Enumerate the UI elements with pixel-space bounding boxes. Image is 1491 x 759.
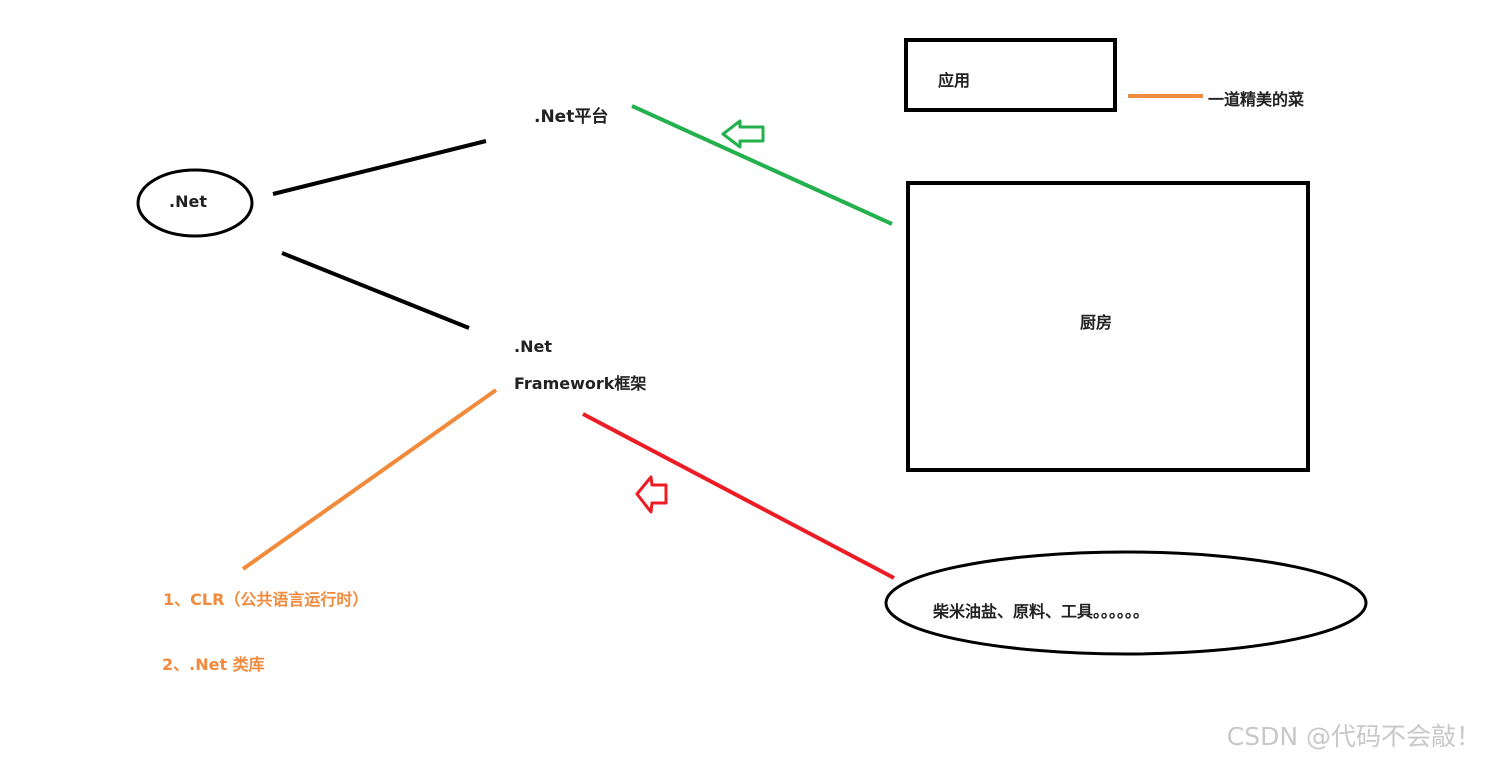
- net-framework-label-line1: .Net: [514, 337, 552, 356]
- ingredients-label: 柴米油盐、原料、工具。。。。。。: [933, 602, 1150, 621]
- dish-label: 一道精美的菜: [1208, 90, 1305, 109]
- kitchen-label: 厨房: [1080, 313, 1113, 332]
- framework-to-ingredients-line: [582, 412, 895, 580]
- ingredients-ellipse: [884, 550, 1368, 656]
- app-label: 应用: [938, 71, 971, 90]
- csdn-watermark: CSDN @代码不会敲！: [1226, 722, 1481, 751]
- app-box: [904, 38, 1117, 112]
- net-ellipse: [136, 168, 254, 238]
- kitchen-box: [906, 181, 1310, 472]
- clr-label: 1、CLR（公共语言运行时）: [163, 590, 369, 609]
- net-to-framework-line: [281, 251, 470, 330]
- net-to-platform-line: [272, 139, 487, 196]
- platform-to-kitchen-line: [631, 104, 893, 226]
- framework-to-clr-line: [241, 388, 498, 571]
- net-label: .Net: [169, 192, 207, 211]
- green-arrow-icon: [721, 119, 765, 149]
- net-platform-label: .Net平台: [534, 107, 609, 127]
- net-library-label: 2、.Net 类库: [162, 655, 265, 674]
- red-arrow-icon: [635, 475, 668, 514]
- net-framework-label-line2: Framework框架: [514, 374, 647, 393]
